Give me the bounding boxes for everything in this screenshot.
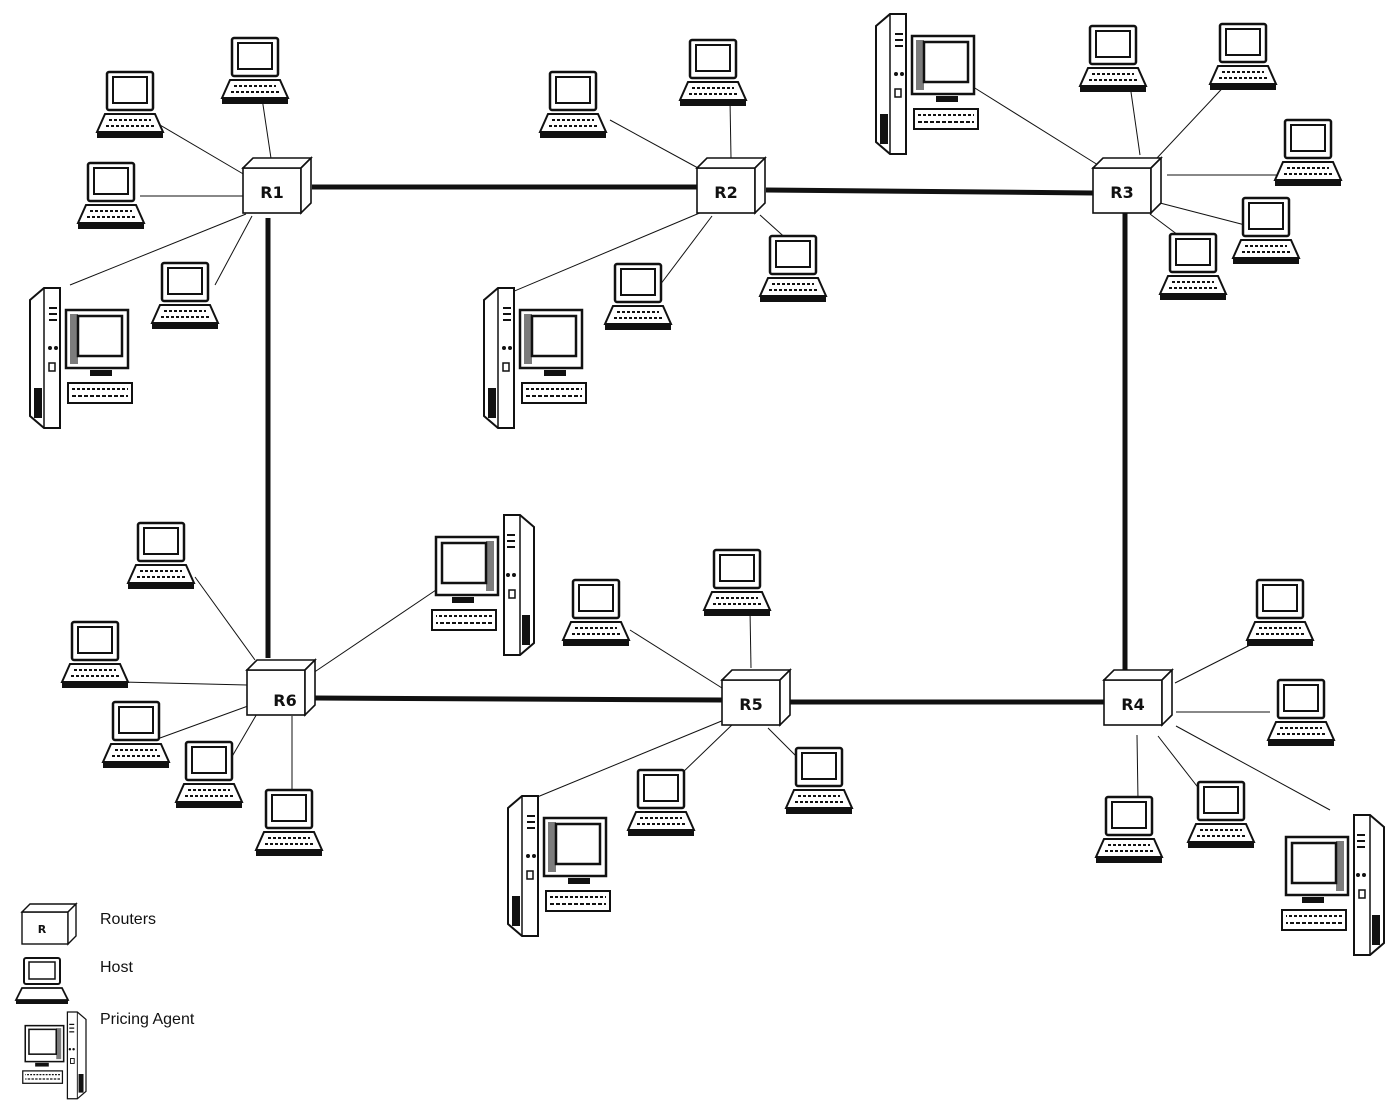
legend-host-label: Host (100, 959, 133, 976)
host-icon (1186, 780, 1256, 850)
host-icon (150, 261, 220, 331)
pricing-agent-icon (482, 286, 588, 430)
pricing-agent-icon (1280, 813, 1386, 957)
host-icon (76, 161, 146, 231)
host-icon (1158, 232, 1228, 302)
host-icon (784, 746, 854, 816)
host-icon (174, 740, 244, 810)
pricing-agents (28, 12, 1386, 957)
legend-host-symbol (14, 957, 70, 1004)
legend: R Routers Host Pricing Agent (14, 902, 195, 1100)
router-label: R5 (739, 695, 762, 714)
host-icon (538, 70, 608, 140)
legend-router-symbol: R (20, 902, 78, 946)
legend-routers-label: Routers (100, 911, 156, 928)
host-icon (1208, 22, 1278, 92)
host-icon (1094, 795, 1164, 865)
pricing-agent-icon (430, 513, 536, 657)
host-icon (220, 36, 290, 106)
host-icon (95, 70, 165, 140)
router-r4: R4 (1103, 669, 1173, 726)
access-links (69, 77, 1331, 811)
router-r6: R6 (246, 659, 316, 716)
pricing-agent-icon (28, 286, 134, 430)
router-r2: R2 (696, 157, 766, 214)
host-icon (60, 620, 130, 690)
hosts (60, 22, 1343, 865)
router-label: R3 (1110, 183, 1133, 202)
router-r1: R1 (242, 157, 312, 214)
host-icon (1078, 24, 1148, 94)
legend-pricing-agent-symbol (21, 1011, 87, 1100)
routers: R1 R2 R3 R4 R5 R6 (242, 157, 1173, 726)
host-icon (101, 700, 171, 770)
router-r5: R5 (721, 669, 791, 726)
router-label: R1 (260, 183, 283, 202)
host-icon (1266, 678, 1336, 748)
host-icon (626, 768, 696, 838)
host-icon (603, 262, 673, 332)
pricing-agent-icon (874, 12, 980, 156)
legend-pricing-agent-label: Pricing Agent (100, 1011, 195, 1028)
host-icon (758, 234, 828, 304)
host-icon (678, 38, 748, 108)
host-icon (1245, 578, 1315, 648)
router-r3: R3 (1092, 157, 1162, 214)
legend-router-letter: R (38, 923, 47, 936)
router-label: R4 (1121, 695, 1144, 714)
host-icon (254, 788, 324, 858)
host-icon (1231, 196, 1301, 266)
host-icon (126, 521, 196, 591)
host-icon (1273, 118, 1343, 188)
pricing-agent-icon (506, 794, 612, 938)
router-label: R2 (714, 183, 737, 202)
host-icon (702, 548, 772, 618)
router-label: R6 (273, 691, 296, 710)
host-icon (561, 578, 631, 648)
trunk-links (265, 184, 1128, 705)
